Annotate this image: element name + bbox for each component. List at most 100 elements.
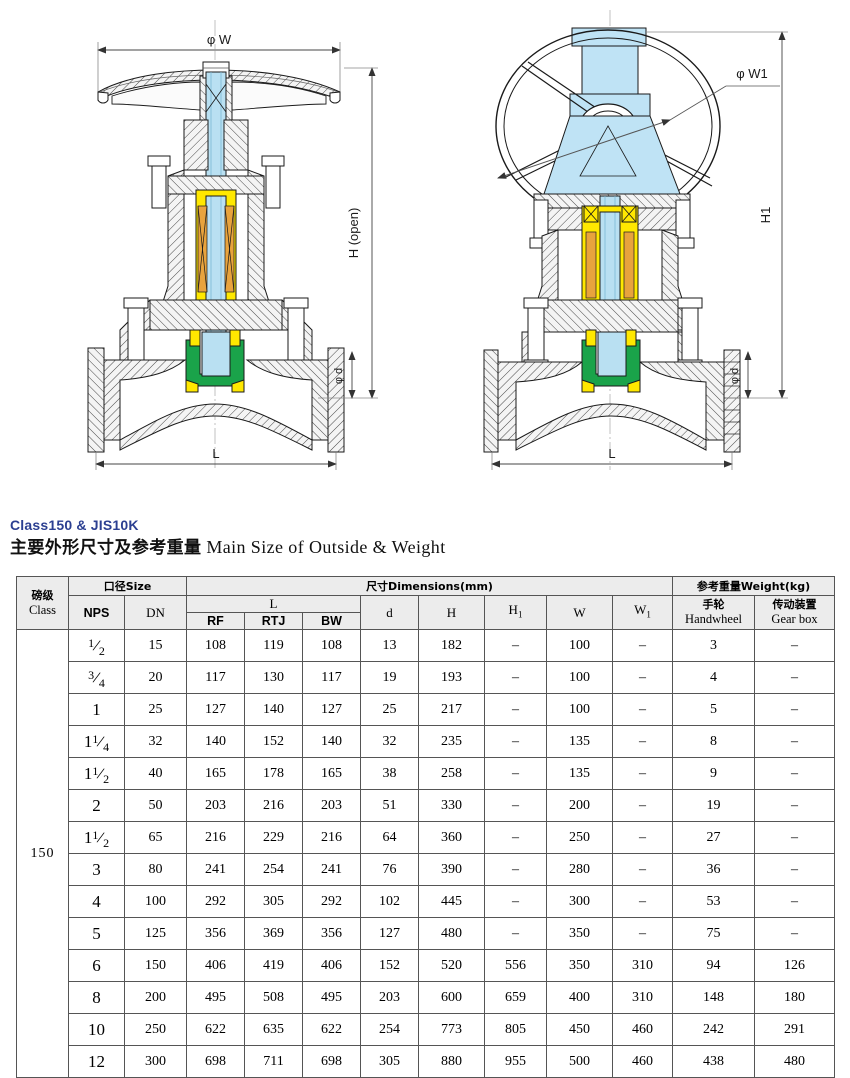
cell-bw: 117: [302, 661, 361, 694]
right-valve-drawing: φ W1 H1 φ d L: [430, 0, 850, 500]
cell-bw: 406: [302, 949, 361, 982]
cell-h1: 805: [484, 1013, 547, 1046]
cell-w1: –: [611, 821, 674, 854]
cell-bw: 241: [302, 853, 361, 886]
cell-gearbox: –: [754, 853, 836, 886]
cell-h: 235: [418, 725, 485, 758]
right-height-label: H1: [758, 207, 773, 224]
header-size-group: 口径Size: [68, 576, 187, 596]
cell-d: 152: [360, 949, 419, 982]
cell-nps: 1: [68, 693, 125, 726]
cell-h1: –: [484, 853, 547, 886]
cell-rf: 622: [186, 1013, 245, 1046]
cell-h: 880: [418, 1045, 485, 1078]
cell-d: 203: [360, 981, 419, 1014]
cell-gearbox: –: [754, 917, 836, 950]
cell-handwheel: 148: [672, 981, 756, 1014]
cell-rtj: 216: [244, 789, 303, 822]
cell-h1: –: [484, 917, 547, 950]
left-bore-label: φ d: [333, 368, 345, 384]
cell-w1: 310: [611, 949, 674, 982]
header-dimensions-group: 尺寸Dimensions(mm): [185, 576, 674, 596]
cell-h: 360: [418, 821, 485, 854]
subtitle-en: Main Size of Outside & Weight: [206, 537, 446, 557]
header-h1: H1: [484, 595, 547, 630]
cell-d: 102: [360, 885, 419, 918]
cell-gearbox: 480: [754, 1045, 836, 1078]
cell-handwheel: 242: [672, 1013, 756, 1046]
cell-gearbox: –: [754, 693, 836, 726]
cell-rtj: 140: [244, 693, 303, 726]
cell-gearbox: –: [754, 757, 836, 790]
subtitle-cjk: 主要外形尺寸及参考重量: [10, 538, 202, 558]
cell-dn: 20: [124, 661, 187, 694]
left-valve-drawing: φ W: [0, 0, 430, 500]
cell-w: 300: [546, 885, 613, 918]
cell-d: 25: [360, 693, 419, 726]
cell-w: 250: [546, 821, 613, 854]
cell-rf: 108: [186, 629, 245, 662]
cell-rtj: 508: [244, 981, 303, 1014]
cell-w: 200: [546, 789, 613, 822]
header-handwheel: 手轮 Handwheel: [672, 595, 756, 630]
cell-h: 445: [418, 885, 485, 918]
cell-w1: –: [611, 661, 674, 694]
cell-rtj: 254: [244, 853, 303, 886]
cell-w: 100: [546, 661, 613, 694]
cell-d: 38: [360, 757, 419, 790]
cell-rf: 216: [186, 821, 245, 854]
cell-w1: –: [611, 917, 674, 950]
cell-bw: 216: [302, 821, 361, 854]
cell-handwheel: 4: [672, 661, 756, 694]
cell-d: 76: [360, 853, 419, 886]
cell-h: 390: [418, 853, 485, 886]
cell-gearbox: 126: [754, 949, 836, 982]
header-w1: W1: [611, 595, 674, 630]
cell-w1: –: [611, 693, 674, 726]
cell-dn: 40: [124, 757, 187, 790]
cell-h1: –: [484, 725, 547, 758]
cell-gearbox: –: [754, 629, 836, 662]
cell-bw: 165: [302, 757, 361, 790]
header-h: H: [418, 595, 485, 630]
cell-w1: –: [611, 757, 674, 790]
cell-h: 193: [418, 661, 485, 694]
cell-rtj: 635: [244, 1013, 303, 1046]
cell-dn: 150: [124, 949, 187, 982]
cell-h: 182: [418, 629, 485, 662]
cell-h: 600: [418, 981, 485, 1014]
cell-h1: 659: [484, 981, 547, 1014]
cell-rf: 140: [186, 725, 245, 758]
cell-nps: 3: [68, 853, 125, 886]
right-length-label: L: [608, 446, 615, 461]
cell-w: 100: [546, 629, 613, 662]
cell-bw: 203: [302, 789, 361, 822]
cell-rtj: 152: [244, 725, 303, 758]
right-bore-label: φ d: [729, 368, 741, 384]
cell-rf: 203: [186, 789, 245, 822]
cell-handwheel: 19: [672, 789, 756, 822]
cell-dn: 50: [124, 789, 187, 822]
cell-h: 217: [418, 693, 485, 726]
cell-handwheel: 438: [672, 1045, 756, 1078]
cell-dn: 100: [124, 885, 187, 918]
cell-dn: 15: [124, 629, 187, 662]
cell-dn: 25: [124, 693, 187, 726]
cell-h: 330: [418, 789, 485, 822]
cell-w: 450: [546, 1013, 613, 1046]
header-weight-group: 参考重量Weight(kg): [672, 576, 836, 596]
cell-w: 135: [546, 757, 613, 790]
cell-bw: 698: [302, 1045, 361, 1078]
cell-nps: 11/2: [68, 757, 125, 790]
cell-nps: 11/4: [68, 725, 125, 758]
cell-w1: 460: [611, 1013, 674, 1046]
cell-gearbox: 180: [754, 981, 836, 1014]
cell-d: 13: [360, 629, 419, 662]
cell-h: 773: [418, 1013, 485, 1046]
cell-handwheel: 3: [672, 629, 756, 662]
cell-rf: 117: [186, 661, 245, 694]
